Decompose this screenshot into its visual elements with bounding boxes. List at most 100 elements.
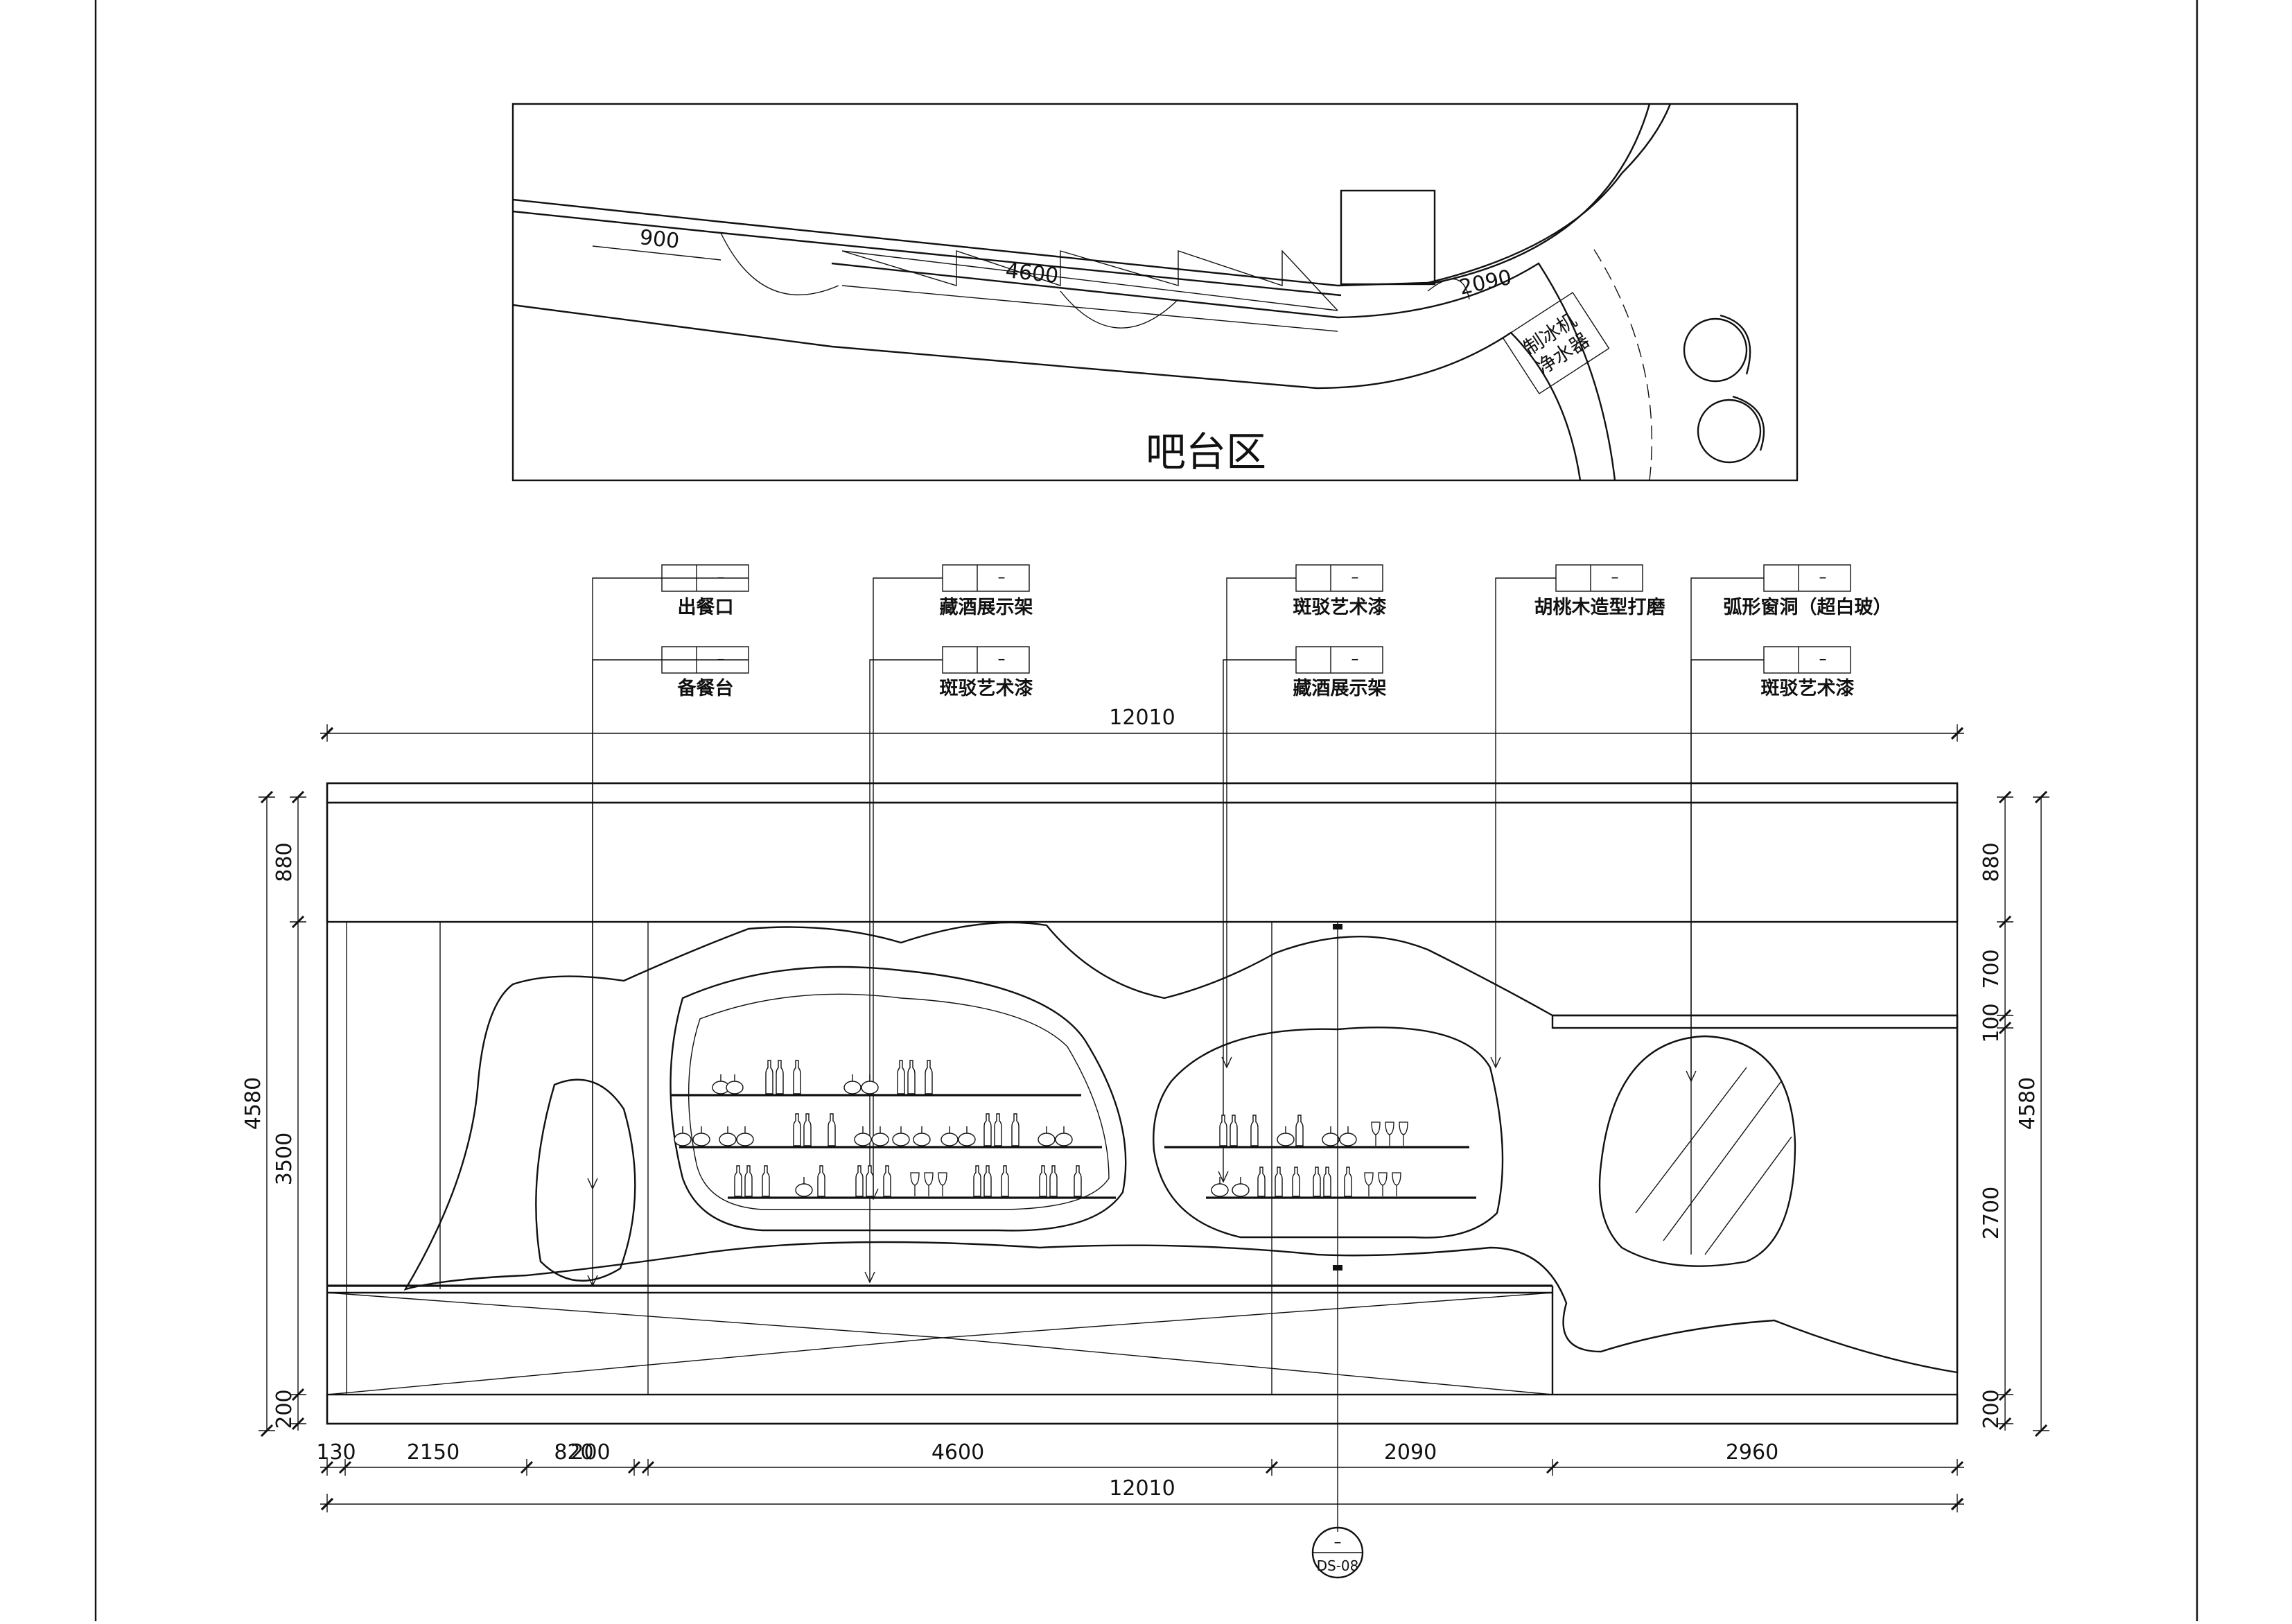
dim-bottom-2150: 2150 [407,1440,460,1465]
svg-text:–: – [1334,1534,1342,1551]
wine-bottle [762,1165,770,1197]
dim-left-880: 880 [272,842,297,882]
svg-text:2090: 2090 [1457,265,1514,300]
dim-left-3500: 3500 [272,1133,297,1185]
svg-text:4600: 4600 [1004,259,1060,288]
plan-wall-upper [512,103,1672,287]
wine-bottle [897,1060,905,1094]
dim-right-4580: 4580 [2015,1077,2040,1130]
svg-text:–: – [1819,569,1827,586]
plan-title: 吧台区 [1146,428,1266,475]
plan-frame [511,103,1799,482]
plan-stool [1683,317,1748,383]
callouts: – 出餐口 – 备餐台 – 藏酒展示架 – 斑驳艺术漆 [587,564,1892,1287]
ceiling-band-hatched [326,801,1959,923]
plan-counter-outline [512,304,1582,481]
plan-dimension-4600: 4600 [1004,259,1060,288]
decanter [1055,1126,1073,1146]
counter-front-panel [326,1337,1553,1395]
wine-niche-secondary [1153,1027,1504,1239]
dim-bottom-130: 130 [316,1440,356,1465]
wine-bottle [828,1113,836,1146]
wine-bottle [973,1165,981,1197]
dim-right-2700: 2700 [1979,1187,2004,1239]
wine-bottle [1323,1167,1331,1197]
dim-bottom-total: 12010 [1109,1476,1175,1501]
svg-text:–: – [998,651,1006,668]
callout-label: 斑驳艺术漆 [940,678,1033,699]
wine-bottle [1250,1115,1259,1146]
decanter [719,1126,737,1146]
wine-glass [1399,1121,1408,1146]
svg-text:900: 900 [638,225,681,254]
wine-bottle [1049,1165,1058,1197]
wine-bottle [983,1165,992,1197]
svg-text:–: – [1351,569,1359,586]
dim-bottom-820: 820 [554,1440,593,1465]
wine-bottle [744,1165,753,1197]
dim-bottom-4600: 4600 [931,1440,984,1465]
dim-left-4580: 4580 [241,1077,265,1130]
callout-label: 备餐台 [677,677,734,699]
callout-walnut: – 胡桃木造型打磨 [1490,564,1665,1069]
decanter [692,1126,710,1146]
wine-glass [1385,1121,1394,1146]
plan-dimension-2090: 2090 [1457,265,1514,300]
ceiling-band-crosshatch [326,782,1959,804]
decanter [1277,1126,1295,1146]
wine-bottle [1313,1167,1321,1197]
pass-window-opening [535,1079,636,1282]
svg-text:–: – [1351,651,1359,668]
decanter [674,1126,692,1146]
decanter [854,1126,872,1146]
callout-label: 斑驳艺术漆 [1761,678,1855,699]
wine-glass [1392,1172,1401,1196]
callout-label: 藏酒展示架 [1293,678,1387,699]
dim-right-700: 700 [1979,949,2004,988]
decanter [1211,1177,1229,1197]
decanter [871,1126,889,1146]
dim-bottom-2960: 2960 [1726,1440,1778,1465]
callout-label: 藏酒展示架 [940,597,1033,618]
decanter [726,1074,744,1094]
callout-pass-window: – 出餐口 – 备餐台 [587,564,749,1287]
dim-top-total: 12010 [1109,706,1175,730]
wine-bottle [866,1165,874,1197]
decanter [958,1126,976,1146]
wine-bottle [1230,1115,1238,1146]
wine-bottle [1011,1113,1020,1146]
decanter [736,1126,754,1146]
plan-equipment-box [1340,189,1436,286]
bottles-group [674,1060,1408,1197]
dim-bottom-2090: 2090 [1384,1440,1437,1465]
plan-display-truss [841,250,1338,332]
wine-bottle [793,1060,801,1094]
decanter [1038,1126,1056,1146]
decanter [913,1126,931,1146]
decanter [1232,1177,1250,1197]
wine-niche-main [670,966,1127,1232]
wine-bottle [994,1113,1002,1146]
dim-bottom-200: 200 [570,1440,610,1465]
dim-left-200: 200 [272,1389,297,1429]
callout-label: 弧形窗洞（超白玻） [1724,596,1892,618]
wine-bottle [983,1113,992,1146]
dim-right-100: 100 [1979,1003,2004,1042]
decanter [1322,1126,1340,1146]
decanter [861,1074,879,1094]
wine-bottle [776,1060,784,1094]
wine-bottle [883,1165,891,1197]
svg-text:–: – [1819,651,1827,668]
wine-bottle [1039,1165,1047,1197]
wine-bottle [1001,1165,1009,1197]
wine-bottle [1074,1165,1082,1197]
callout-label: 出餐口 [678,597,734,618]
wine-bottle [855,1165,864,1197]
plan-view: 制冰机 净水器 900 4600 2090 吧台区 [511,103,1799,482]
dimensions: 12010 130 2150 820 200 4600 2090 2960 12… [241,706,2049,1512]
decanter [712,1074,730,1094]
wine-bottle [817,1165,825,1197]
decanter [1339,1126,1357,1146]
